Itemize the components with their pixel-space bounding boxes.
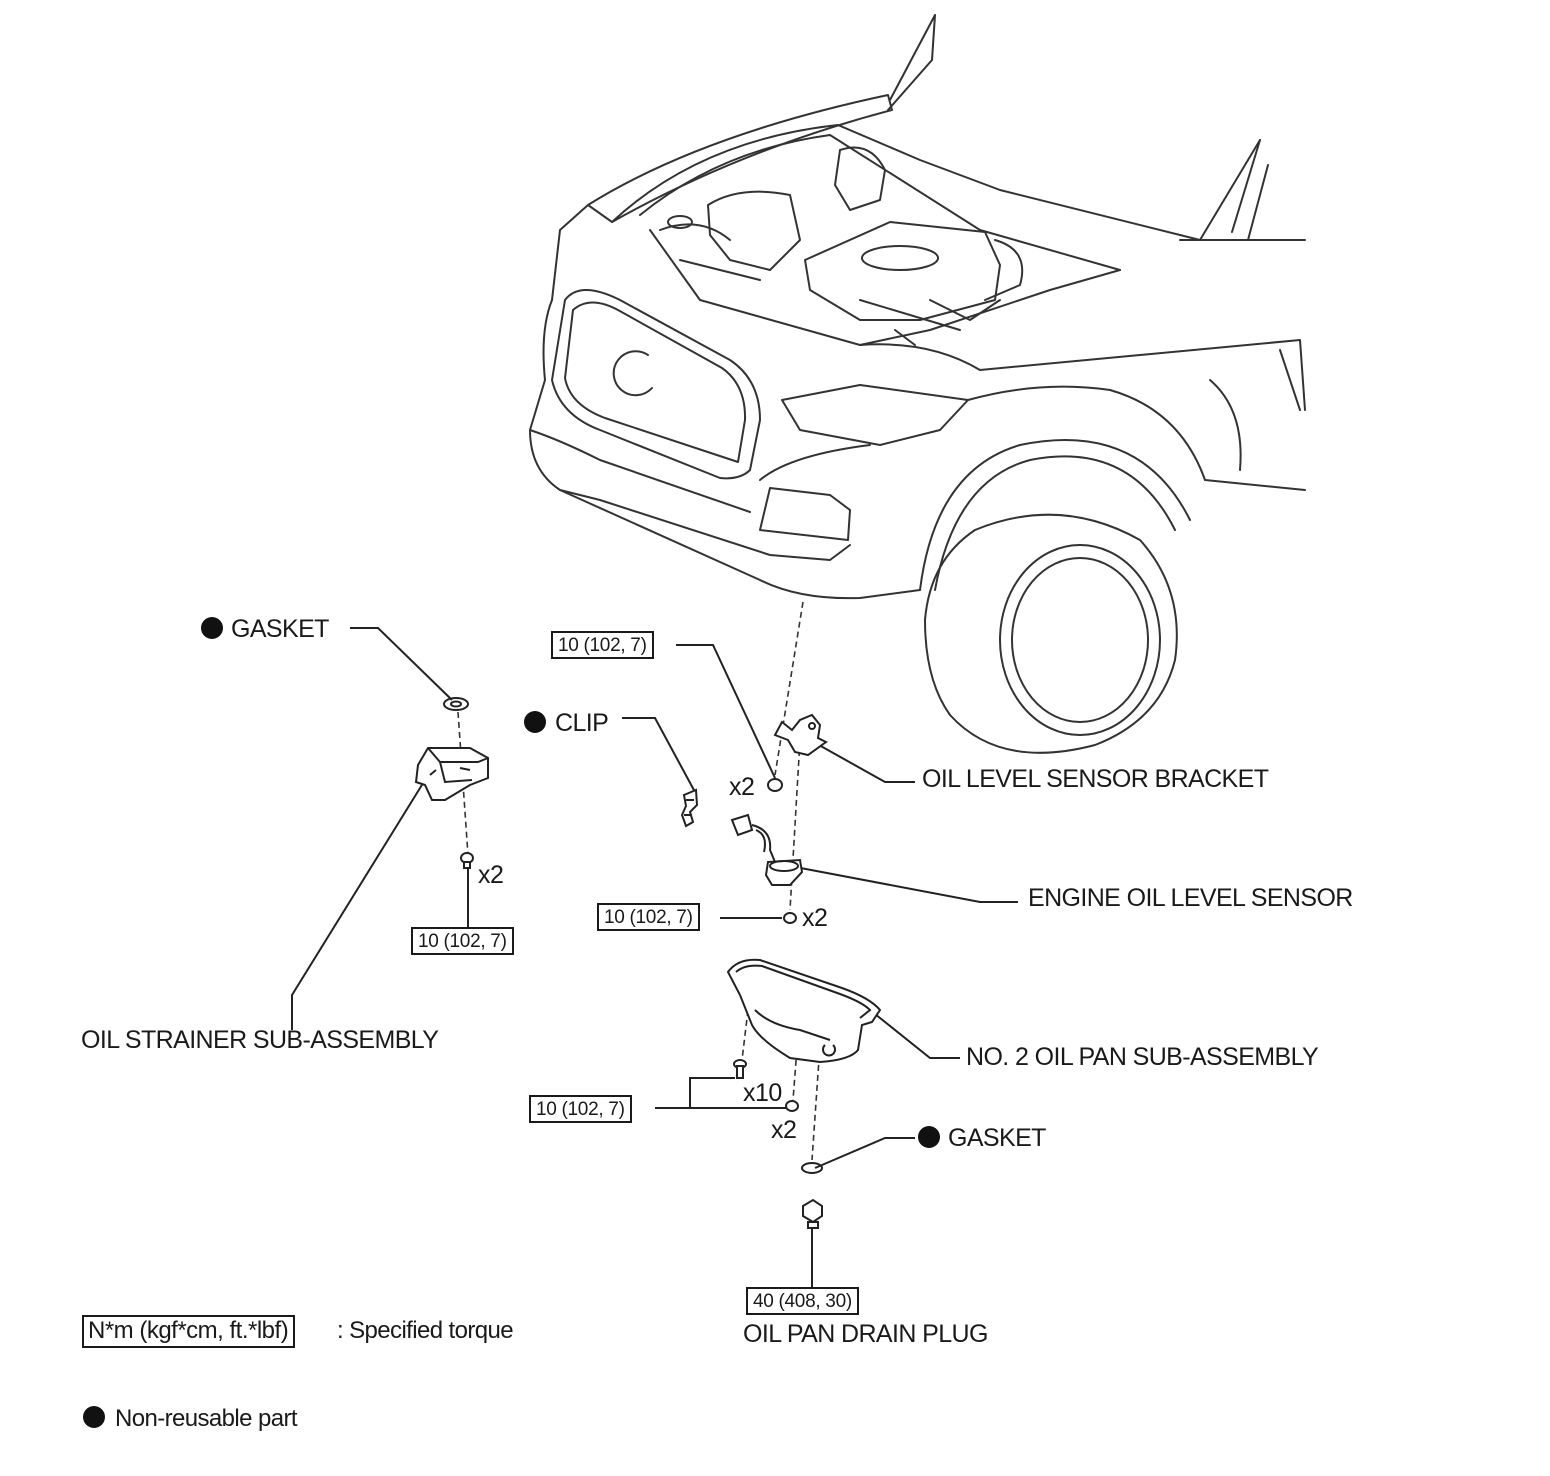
part-pan-nut <box>785 1100 799 1112</box>
leader-lines <box>291 627 1018 1290</box>
legend-torque-box: N*m (kgf*cm, ft.*lbf) <box>82 1315 296 1348</box>
label-gasket-bottom: GASKET <box>948 1124 1046 1152</box>
non-reusable-marker <box>201 617 223 639</box>
part-no2-oil-pan <box>726 958 882 1064</box>
part-bracket-bolt <box>767 778 783 792</box>
torque-bracket-bolt: 10 (102, 7) <box>551 631 654 659</box>
qty-pan-bolts: x10 <box>743 1079 782 1107</box>
part-gasket-top <box>443 697 469 711</box>
part-oil-level-sensor-bracket <box>773 713 828 757</box>
label-clip: CLIP <box>555 709 609 737</box>
part-clip <box>680 788 699 828</box>
qty-bracket: x2 <box>729 773 755 801</box>
torque-sensor-bolt: 10 (102, 7) <box>597 903 700 931</box>
label-gasket-top: GASKET <box>231 615 329 643</box>
part-strainer-bolt <box>460 852 474 869</box>
torque-pan-bolts: 10 (102, 7) <box>529 1095 632 1123</box>
legend-non-reusable-marker <box>83 1406 105 1428</box>
label-engine-oil-level-sensor: ENGINE OIL LEVEL SENSOR <box>1028 884 1353 912</box>
non-reusable-marker <box>918 1126 940 1148</box>
torque-strainer-bolt: 10 (102, 7) <box>411 927 514 955</box>
alignment-lines <box>457 601 821 1161</box>
part-engine-oil-level-sensor <box>730 813 804 886</box>
qty-pan-nuts: x2 <box>771 1116 797 1144</box>
vehicle-front-illustration <box>529 14 1306 754</box>
label-drain-plug: OIL PAN DRAIN PLUG <box>743 1320 988 1348</box>
legend-torque-desc: : Specified torque <box>337 1317 514 1344</box>
part-oil-strainer <box>414 747 489 801</box>
part-gasket-bottom <box>801 1162 823 1174</box>
label-no2-oil-pan: NO. 2 OIL PAN SUB-ASSEMBLY <box>966 1043 1319 1071</box>
qty-sensor: x2 <box>802 904 828 932</box>
label-oil-strainer: OIL STRAINER SUB-ASSEMBLY <box>81 1026 439 1054</box>
part-drain-plug <box>802 1198 823 1229</box>
part-pan-bolt <box>733 1059 747 1079</box>
label-oil-level-sensor-bracket: OIL LEVEL SENSOR BRACKET <box>922 765 1269 793</box>
legend-non-reusable-desc: Non-reusable part <box>115 1405 298 1432</box>
qty-strainer: x2 <box>478 861 504 889</box>
part-sensor-bolt <box>783 912 797 924</box>
non-reusable-marker <box>524 711 546 733</box>
torque-drain-plug: 40 (408, 30) <box>746 1287 859 1315</box>
